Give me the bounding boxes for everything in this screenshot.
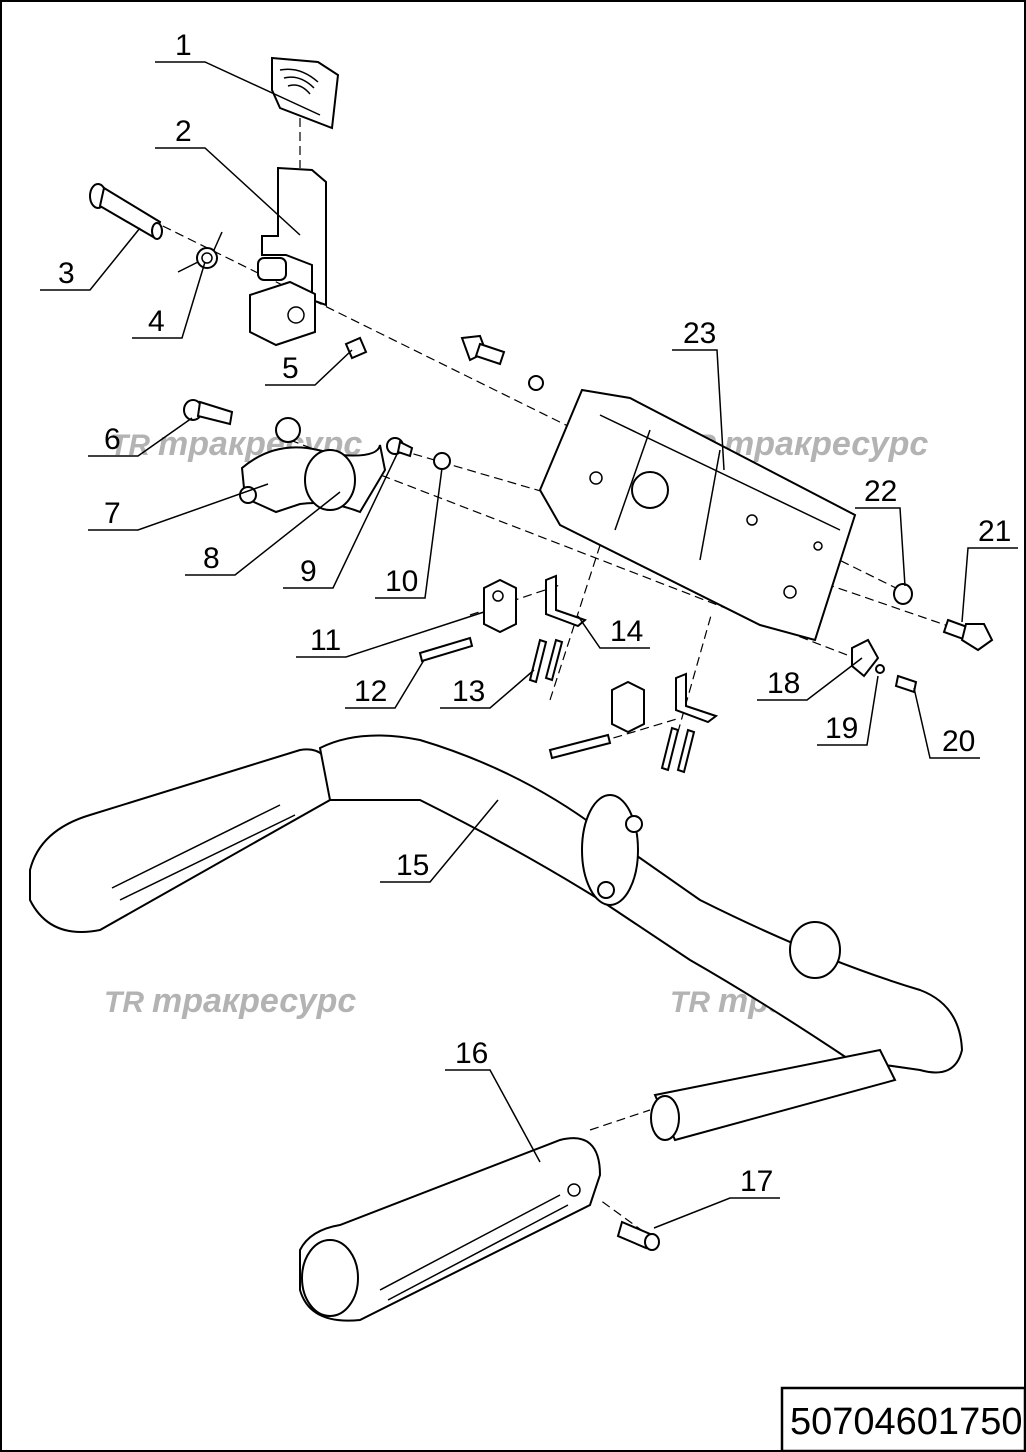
part-11-block [483,578,517,634]
watermark-text: тракресурс [152,982,356,1020]
part-tube [650,1048,897,1142]
part-5-bushing [344,336,368,360]
part-9-bolt [386,437,414,458]
part-20-screw [894,674,918,694]
part-13-screws [528,638,564,684]
watermark-logo: TR [670,986,710,1019]
part-block [249,280,316,347]
part-10-nut [433,452,451,470]
callout-10: 10 [385,565,418,598]
part-22-washer [893,583,913,605]
callout-20: 20 [942,725,975,758]
watermark-logo: TR [104,986,144,1019]
callout-8: 8 [203,542,220,575]
callout-13: 13 [452,675,485,708]
watermark-mid-left: TR тракресурс [104,982,356,1020]
callout-11: 11 [310,624,341,657]
callout-leaders [40,61,1018,1229]
callout-labels: 1 2 3 4 5 6 7 8 9 10 11 12 13 14 15 16 1… [58,29,1011,1198]
callout-7: 7 [104,497,121,530]
part-16-grip [299,1137,602,1322]
callout-17: 17 [740,1165,773,1198]
part-3-pin [89,183,163,240]
callout-19: 19 [825,712,858,745]
callout-21: 21 [978,515,1011,548]
callout-6: 6 [104,423,121,456]
part-17-screw [616,1220,660,1251]
part-block-lower [548,672,719,774]
callout-15: 15 [396,849,429,882]
callout-4: 4 [148,305,165,338]
callout-5: 5 [282,352,299,385]
part-14-bracket [545,574,587,628]
part-21-bolt [942,618,994,652]
part-1-cap [271,56,340,130]
callout-16: 16 [455,1037,488,1070]
part-4-spring [177,231,223,273]
callout-12: 12 [354,675,387,708]
document-number-box: 507046017501 [780,1386,1026,1452]
part-hex-bolt-top [460,334,544,391]
callout-9: 9 [300,555,317,588]
callout-1: 1 [175,29,192,62]
part-7-clamp [239,417,387,514]
part-15-handlebar [29,734,964,1074]
part-18-plate [851,638,880,678]
watermark-text: тракресурс [724,425,928,463]
callout-18: 18 [767,667,800,700]
callout-3: 3 [58,257,75,290]
part-2-plate [257,166,327,307]
part-19-washer [875,664,885,674]
callout-14: 14 [610,615,643,648]
callout-22: 22 [864,475,897,508]
part-23-housing [538,388,857,642]
part-12-screw [418,636,474,663]
callout-2: 2 [175,115,192,148]
part-6-bolt [183,399,234,426]
callout-23: 23 [683,317,716,350]
document-number: 507046017501 [790,1401,1026,1443]
